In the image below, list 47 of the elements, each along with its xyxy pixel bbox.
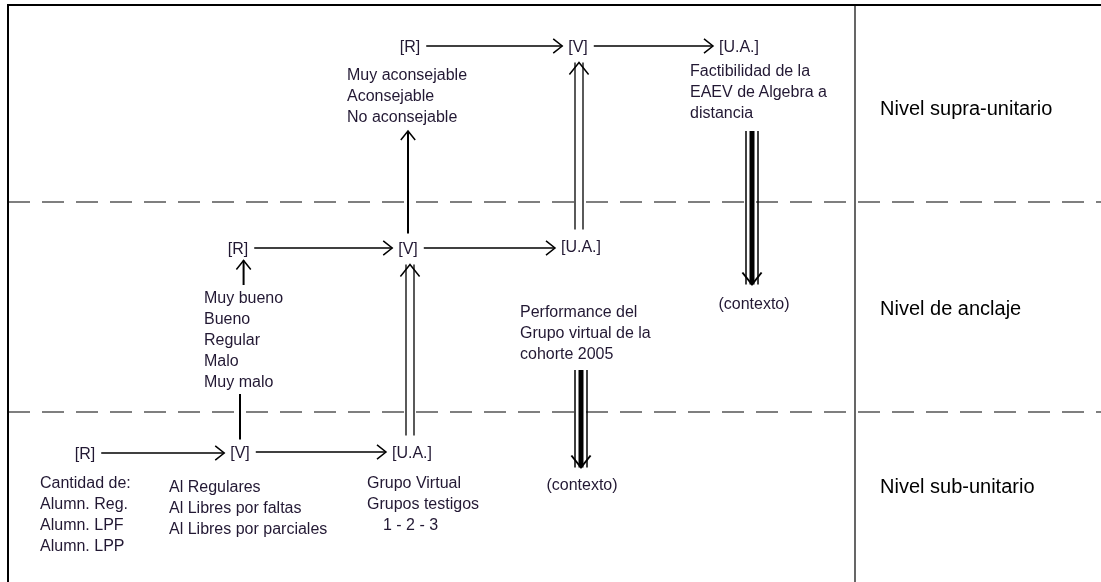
arrow xyxy=(100,445,226,461)
node-label: [R] xyxy=(227,237,249,259)
scale-item: Muy aconsejable xyxy=(347,65,468,85)
node-label: [R] xyxy=(399,35,421,57)
connector-line xyxy=(239,393,241,441)
scale-item: Muy malo xyxy=(204,372,275,392)
scale-item: No aconsejable xyxy=(347,107,459,127)
arrow xyxy=(425,38,564,54)
double-arrow xyxy=(399,263,421,437)
annotation-text: Alumn. LPP xyxy=(40,536,126,556)
arrow xyxy=(253,240,394,256)
level-label: Nivel sub-unitario xyxy=(880,474,1035,498)
scale-item: Aconsejable xyxy=(347,86,436,106)
thick-arrow xyxy=(741,130,763,287)
annotation-text: Al Libres por parciales xyxy=(169,519,328,539)
context-label: (contexto) xyxy=(718,292,790,314)
double-arrow xyxy=(568,61,590,231)
annotation-text: Grupos testigos xyxy=(367,494,480,514)
annotation-text: Al Libres por faltas xyxy=(169,498,303,518)
node-label: [R] xyxy=(74,442,96,464)
arrow xyxy=(400,129,416,235)
arrow xyxy=(593,38,715,54)
arrow xyxy=(255,444,388,460)
node-label: [U.A.] xyxy=(561,235,601,257)
thick-arrow xyxy=(570,369,592,470)
scale-item: Regular xyxy=(204,330,262,350)
annotation-text: Alumn. Reg. xyxy=(40,494,130,514)
node-label: [V] xyxy=(398,237,418,259)
context-label: (contexto) xyxy=(546,473,618,495)
node-label: [V] xyxy=(568,35,588,57)
level-label: Nivel supra-unitario xyxy=(880,96,1053,120)
node-label: [U.A.] xyxy=(719,35,759,57)
annotation-text: Grupo Virtual xyxy=(367,473,462,493)
annotation-text: Factibilidad de la EAEV de Algebra a distancia xyxy=(690,61,828,123)
scale-item: Malo xyxy=(204,351,240,371)
annotation-text: Alumn. LPF xyxy=(40,515,125,535)
scale-item: Muy bueno xyxy=(204,288,284,308)
annotation-text: Performance del Grupo virtual de la cohorte 2005 xyxy=(520,302,652,364)
node-label: [U.A.] xyxy=(392,441,432,463)
scale-item: Bueno xyxy=(204,309,252,329)
annotation-text: Cantidad de: xyxy=(40,473,131,493)
level-label: Nivel de anclaje xyxy=(880,296,1022,320)
arrow xyxy=(235,259,252,286)
annotation-text: Al Regulares xyxy=(169,477,262,497)
annotation-text: 1 - 2 - 3 xyxy=(382,515,440,535)
node-label: [V] xyxy=(230,441,250,463)
arrow xyxy=(423,240,557,256)
